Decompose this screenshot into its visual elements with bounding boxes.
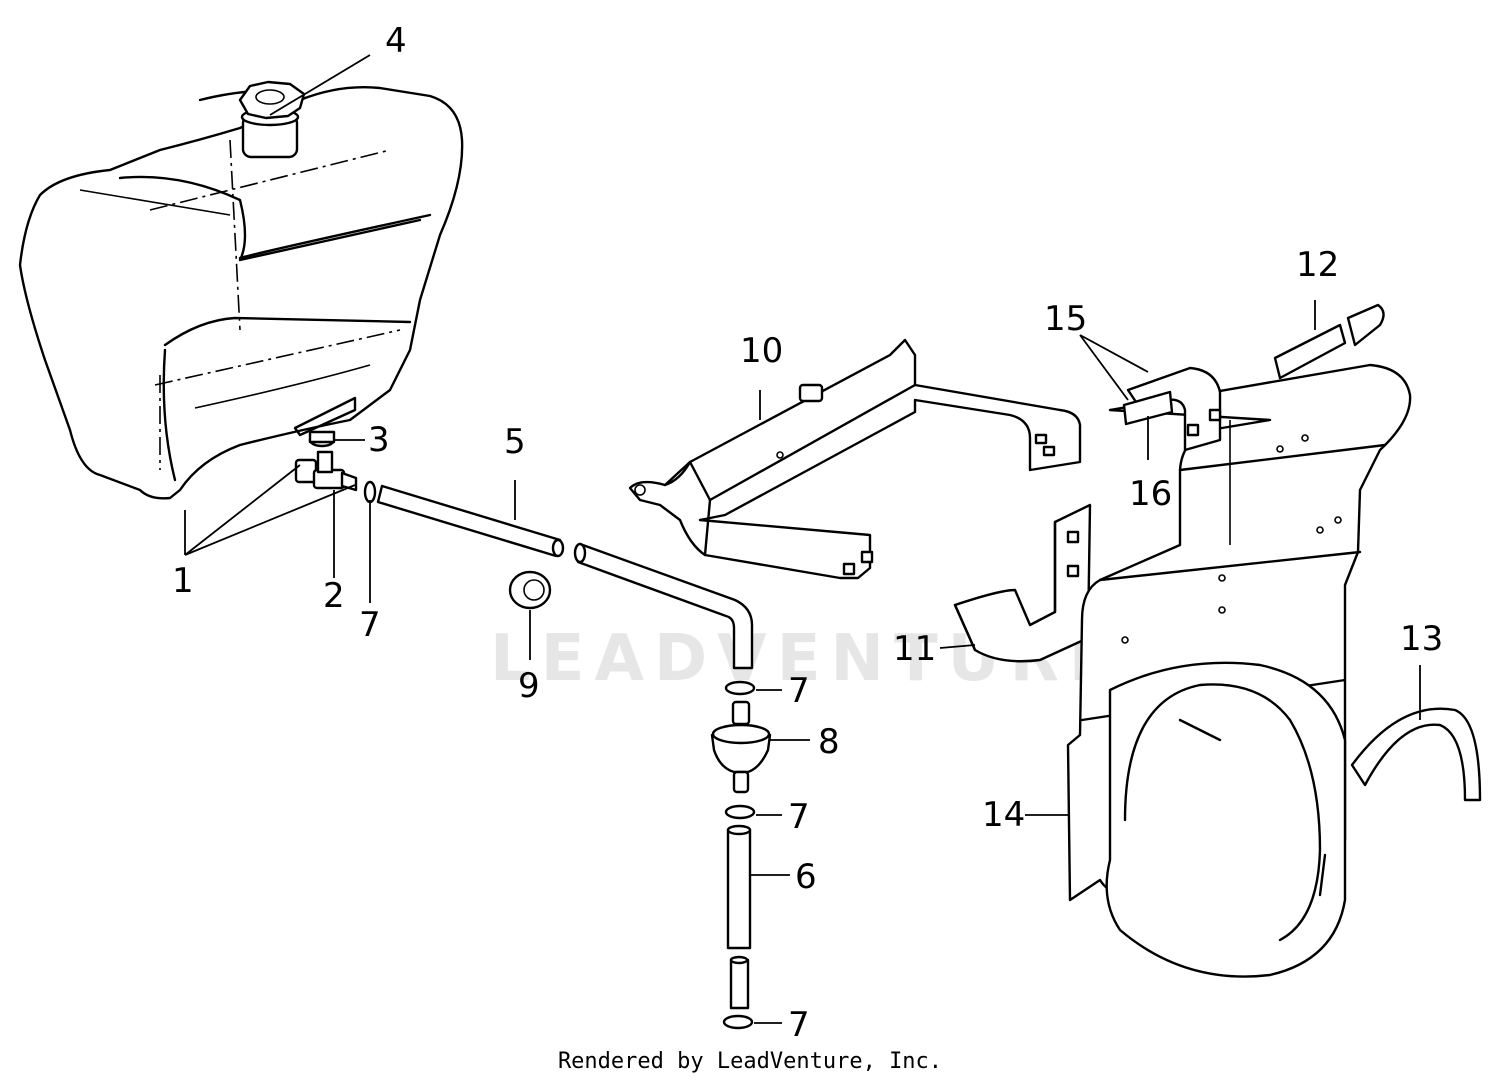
shroud-clip (1122, 366, 1222, 452)
callout-7-valve: 7 (359, 605, 381, 645)
hose-clamp-bottom (722, 1014, 754, 1030)
fuel-tank (18, 86, 464, 500)
callout-14: 14 (982, 795, 1025, 835)
fuel-line-lower (726, 824, 752, 1010)
fuel-filter (710, 700, 772, 794)
callout-15: 15 (1044, 299, 1087, 339)
fuel-line-upper (376, 484, 565, 558)
callout-2: 2 (323, 576, 345, 616)
hose-clamp-mid (724, 680, 756, 696)
callout-10: 10 (740, 331, 783, 371)
callout-13: 13 (1400, 619, 1443, 659)
callout-7-upper: 7 (788, 671, 810, 711)
callout-labels: 1 2 3 4 5 6 7 7 7 7 8 9 10 11 12 13 14 1… (172, 21, 1443, 1045)
callout-11: 11 (893, 629, 936, 669)
blower-shroud (1066, 363, 1412, 978)
shutoff-valve (294, 450, 358, 492)
lower-bracket (953, 503, 1092, 663)
hose-clamp-upper (363, 480, 377, 504)
callout-4: 4 (385, 21, 407, 61)
callout-3: 3 (368, 420, 390, 460)
tank-bracket (628, 338, 1082, 580)
tank-bushing (308, 430, 336, 448)
callout-1: 1 (172, 561, 194, 601)
hose-clamp-lower (724, 804, 756, 820)
callout-5: 5 (504, 422, 526, 462)
callout-16: 16 (1129, 474, 1172, 514)
leader-lines (184, 54, 1421, 1024)
callout-8: 8 (818, 722, 840, 762)
footer-credit: Rendered by LeadVenture, Inc. (557, 1049, 943, 1074)
fuel-cap (238, 80, 306, 159)
callout-7-bottom: 7 (788, 1005, 810, 1045)
callout-9: 9 (518, 666, 540, 706)
callout-12: 12 (1296, 245, 1339, 285)
curved-seal (1350, 707, 1482, 802)
fuel-line-bent (573, 542, 754, 670)
grommet (508, 570, 552, 610)
edge-trim (1273, 303, 1385, 380)
callout-7-mid: 7 (788, 797, 810, 837)
callout-6: 6 (795, 857, 817, 897)
